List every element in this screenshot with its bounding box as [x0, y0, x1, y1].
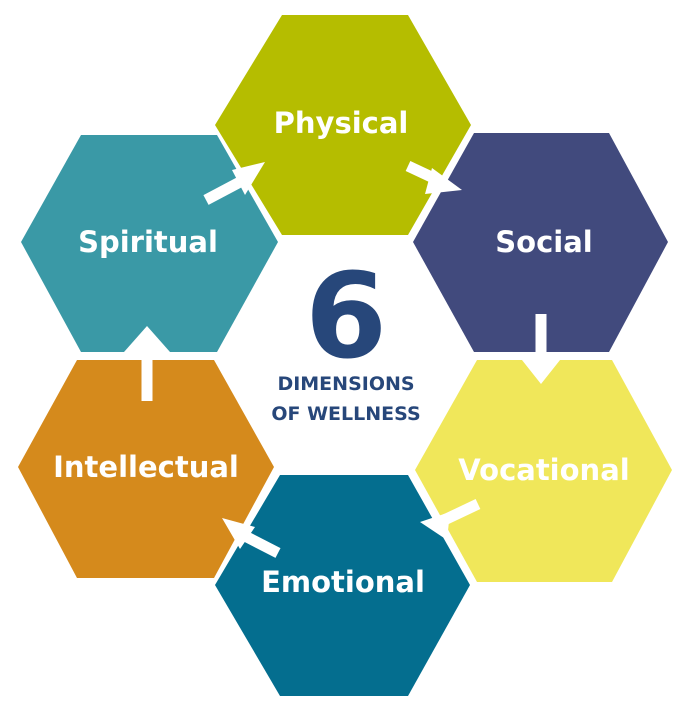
- hex-social: Social: [413, 133, 668, 352]
- center-title-block: 6 DIMENSIONS OF WELLNESS: [271, 247, 420, 425]
- connector-arrows: [124, 161, 564, 558]
- hex-spiritual: Spiritual: [21, 135, 278, 352]
- hex-shape-vocational: [415, 360, 672, 582]
- arrow-social-to-vocational: [518, 314, 564, 384]
- hex-emotional: Emotional: [215, 475, 470, 696]
- hex-shape-social: [413, 133, 668, 352]
- hex-shape-emotional: [215, 475, 470, 696]
- hex-label-social: Social: [495, 225, 592, 259]
- center-line-1: DIMENSIONS: [277, 373, 414, 395]
- hex-shape-physical: [215, 15, 471, 235]
- hex-physical: Physical: [215, 15, 471, 235]
- hex-label-vocational: Vocational: [458, 453, 629, 487]
- hex-shape-spiritual: [21, 135, 278, 352]
- arrow-emotional-to-intellectual: [222, 518, 281, 558]
- arrow-intellectual-to-spiritual: [124, 326, 170, 401]
- arrow-vocational-to-emotional: [420, 499, 481, 540]
- center-number: 6: [305, 247, 387, 385]
- center-line-2: OF WELLNESS: [271, 403, 420, 425]
- hex-label-physical: Physical: [274, 106, 409, 140]
- hex-label-spiritual: Spiritual: [78, 225, 218, 259]
- hex-label-intellectual: Intellectual: [53, 450, 239, 484]
- hex-intellectual: Intellectual: [18, 360, 274, 578]
- hex-shape-intellectual: [18, 360, 274, 578]
- hex-vocational: Vocational: [415, 360, 672, 582]
- arrow-physical-to-social: [405, 161, 462, 194]
- arrow-spiritual-to-physical: [203, 162, 265, 205]
- hex-label-emotional: Emotional: [261, 565, 425, 599]
